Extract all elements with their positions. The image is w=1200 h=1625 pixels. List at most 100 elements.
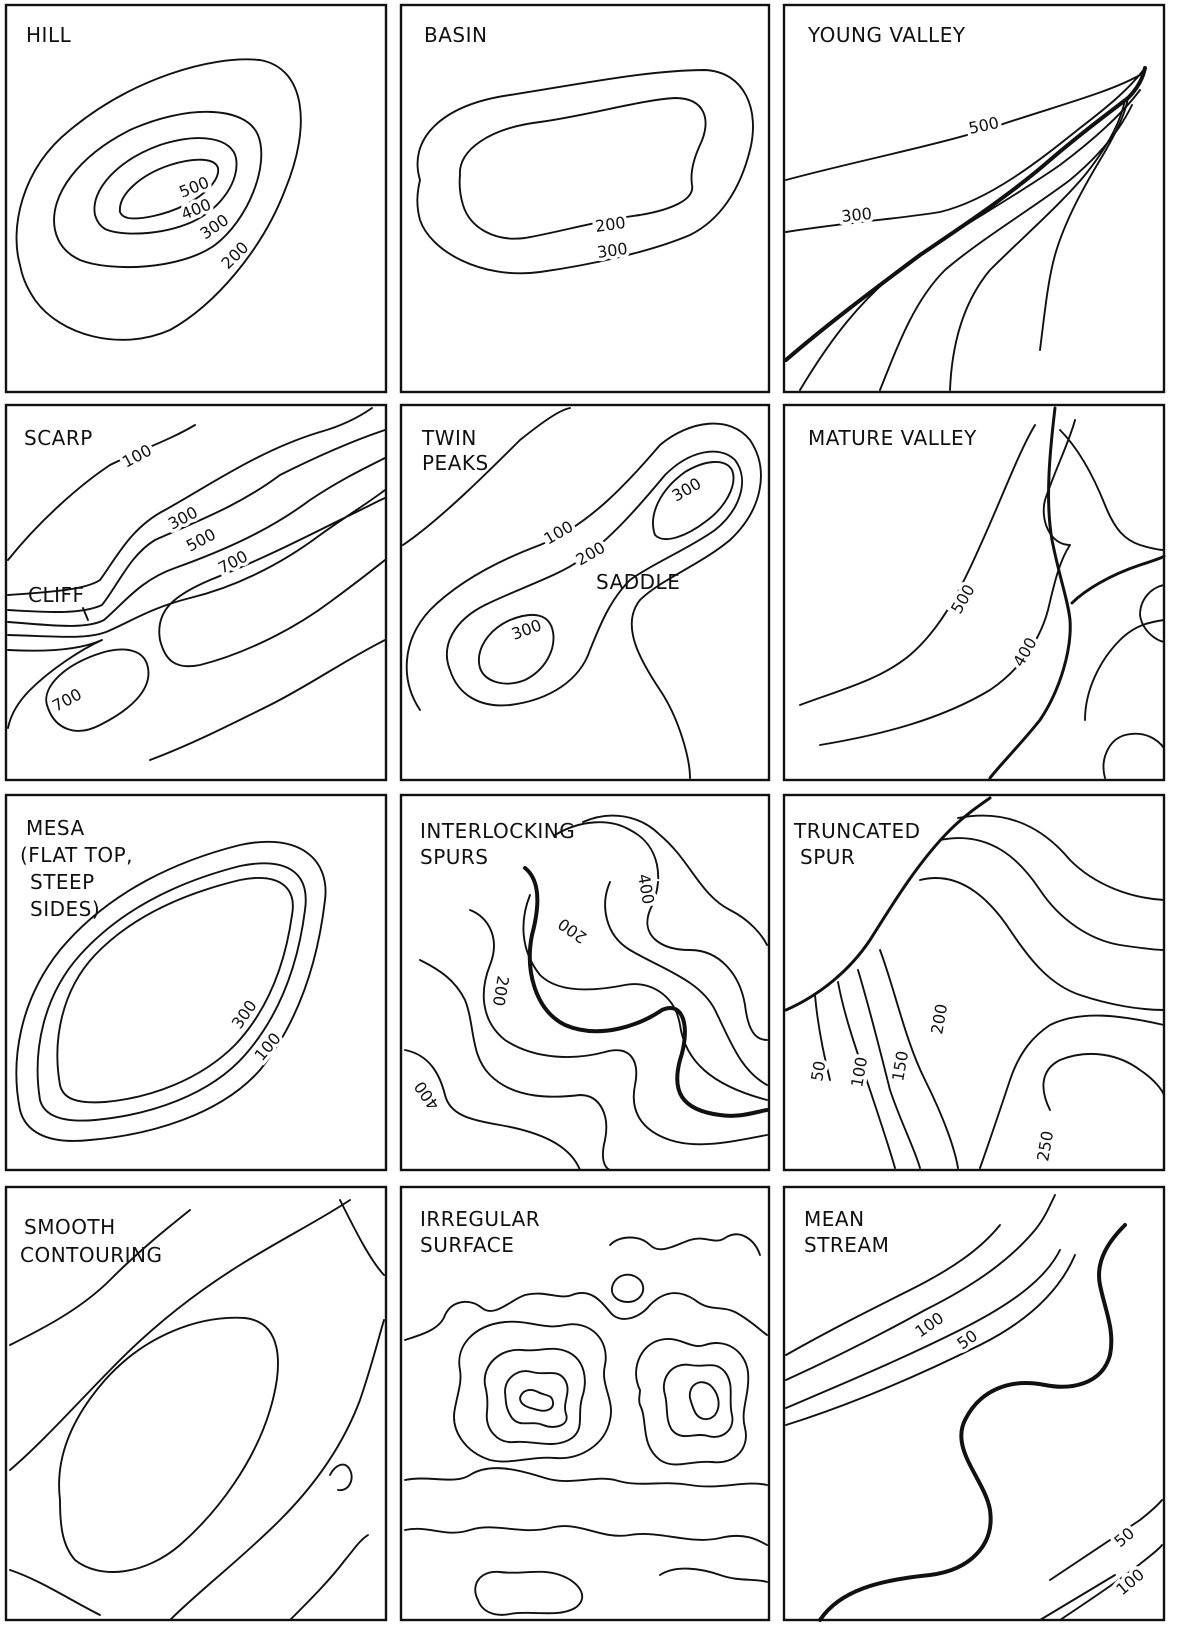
contour-line-700: [7, 489, 386, 638]
contour-line: [939, 837, 1165, 951]
contour-line-700: [45, 648, 150, 732]
title-line: SIDES): [30, 897, 100, 921]
cliff-label: CLIFF: [28, 583, 85, 607]
contour-line: [1039, 1574, 1116, 1621]
contour-line-200: [469, 909, 768, 1146]
contour-line: [1102, 732, 1165, 779]
contour-line-400: [419, 959, 611, 1171]
title-line: STREAM: [804, 1233, 889, 1257]
contour-lines: [404, 1233, 768, 1616]
contour-line-100: [785, 1194, 1056, 1381]
title-line: MESA: [26, 816, 85, 840]
contour-line: [662, 1363, 734, 1438]
contour-line-300: [785, 67, 1146, 233]
title-line: SCARP: [24, 426, 93, 450]
contour-line: [519, 1389, 554, 1412]
panel-scarp: SCARP 100 100 300 300 500 500 700 700 CL…: [4, 403, 388, 782]
title: BASIN: [424, 23, 487, 47]
title: TWIN PEAKS: [421, 426, 489, 475]
contour-line-100: [15, 840, 327, 1142]
panel-frame: [782, 403, 1166, 782]
contour-line-500: [785, 74, 1141, 181]
panel-frame: [4, 403, 388, 782]
contour-line: [979, 1014, 1165, 1169]
contour-label: 300: [596, 239, 629, 262]
contour-line: [9, 1209, 191, 1346]
contour-line-300: [36, 862, 307, 1122]
panel-interlocking-spurs: INTERLOCKING SPURS 400 400 200 200 200 2…: [399, 793, 771, 1172]
panel-frame: [399, 403, 771, 782]
contour-line: [58, 1316, 279, 1573]
title: HILL: [26, 23, 72, 47]
contour-line: [9, 1199, 351, 1471]
title: MESA (FLAT TOP, STEEP SIDES): [20, 816, 133, 921]
contour-line: [404, 1292, 768, 1341]
contour-line-400: [582, 814, 768, 946]
title-line: SMOOTH: [24, 1215, 116, 1239]
panel-irregular-surface: IRREGULAR SURFACE: [399, 1185, 771, 1622]
contour-line: [949, 99, 1126, 391]
contour-line-400: [93, 137, 238, 235]
panel-mature-valley: MATURE VALLEY 500 500 400 400: [782, 403, 1166, 782]
contour-line-400: [404, 1049, 581, 1171]
panel-frame: [399, 1185, 771, 1622]
stream-line: [818, 1223, 1127, 1622]
contour-line-50: [814, 994, 831, 1081]
contour-line: [635, 1338, 750, 1466]
contour-lines: [402, 407, 762, 779]
contour-line-200: [879, 949, 959, 1169]
contour-line: [688, 1381, 720, 1421]
contour-line-200-index: [523, 866, 769, 1118]
title-line: BASIN: [424, 23, 487, 47]
contour-lines: [7, 407, 386, 761]
title: MEAN STREAM: [804, 1207, 889, 1257]
contour-line: [879, 104, 1133, 391]
contour-line: [504, 1370, 569, 1428]
contour-line-300: [478, 613, 555, 685]
contour-line-50: [785, 1249, 1061, 1409]
panel-frame: [782, 793, 1166, 1172]
panel-frame: [399, 793, 771, 1172]
title-line: CONTOURING: [20, 1243, 163, 1267]
contour-line: [159, 559, 386, 668]
title-line: IRREGULAR: [420, 1207, 540, 1231]
contour-line: [1084, 619, 1165, 721]
contour-line-250: [1042, 1053, 1165, 1111]
contour-line-500: [119, 158, 219, 220]
contour-line-50: [785, 1254, 1076, 1426]
contour-line: [474, 1570, 584, 1616]
contour-line: [611, 1273, 645, 1303]
contour-label: 200: [594, 213, 627, 236]
contour-line: [149, 639, 386, 761]
contour-line: [483, 1347, 586, 1445]
panel-frame: [399, 3, 771, 394]
contour-lines: [15, 58, 302, 341]
contour-line: [604, 881, 768, 1086]
panel-frame: [782, 3, 1166, 394]
title: INTERLOCKING SPURS: [420, 819, 575, 869]
contour-line: [1039, 97, 1129, 351]
contour-line-100: [405, 422, 762, 779]
contour-line-100: [402, 407, 571, 546]
title-line: HILL: [26, 23, 72, 47]
contour-line-100: [7, 407, 373, 596]
contour-line-200: [445, 450, 743, 707]
contour-label: 300: [840, 204, 872, 226]
panel-hill: HILL 500 500 400 400 300 300 200 200: [4, 3, 388, 394]
contour-lines: [416, 69, 754, 275]
contour-line: [404, 1525, 768, 1546]
stream-line: [988, 406, 1072, 780]
contour-lines: [785, 1194, 1163, 1622]
title-line: SPURS: [420, 845, 489, 869]
cliff-pointer: [82, 607, 89, 621]
contour-line: [289, 1534, 369, 1621]
panel-mean-stream: MEAN STREAM 100 100 50 50 50 50 100 100: [782, 1185, 1166, 1622]
contour-line-500: [799, 424, 1036, 706]
contour-lines: [784, 796, 1165, 1169]
contour-line-300: [652, 461, 735, 540]
title-line: PEAKS: [422, 451, 489, 475]
contour-line: [404, 1467, 768, 1488]
saddle-label: SADDLE: [596, 570, 680, 594]
panel-twin-peaks: TWIN PEAKS 100 100 200 200 300 300 SADDL…: [399, 403, 771, 782]
